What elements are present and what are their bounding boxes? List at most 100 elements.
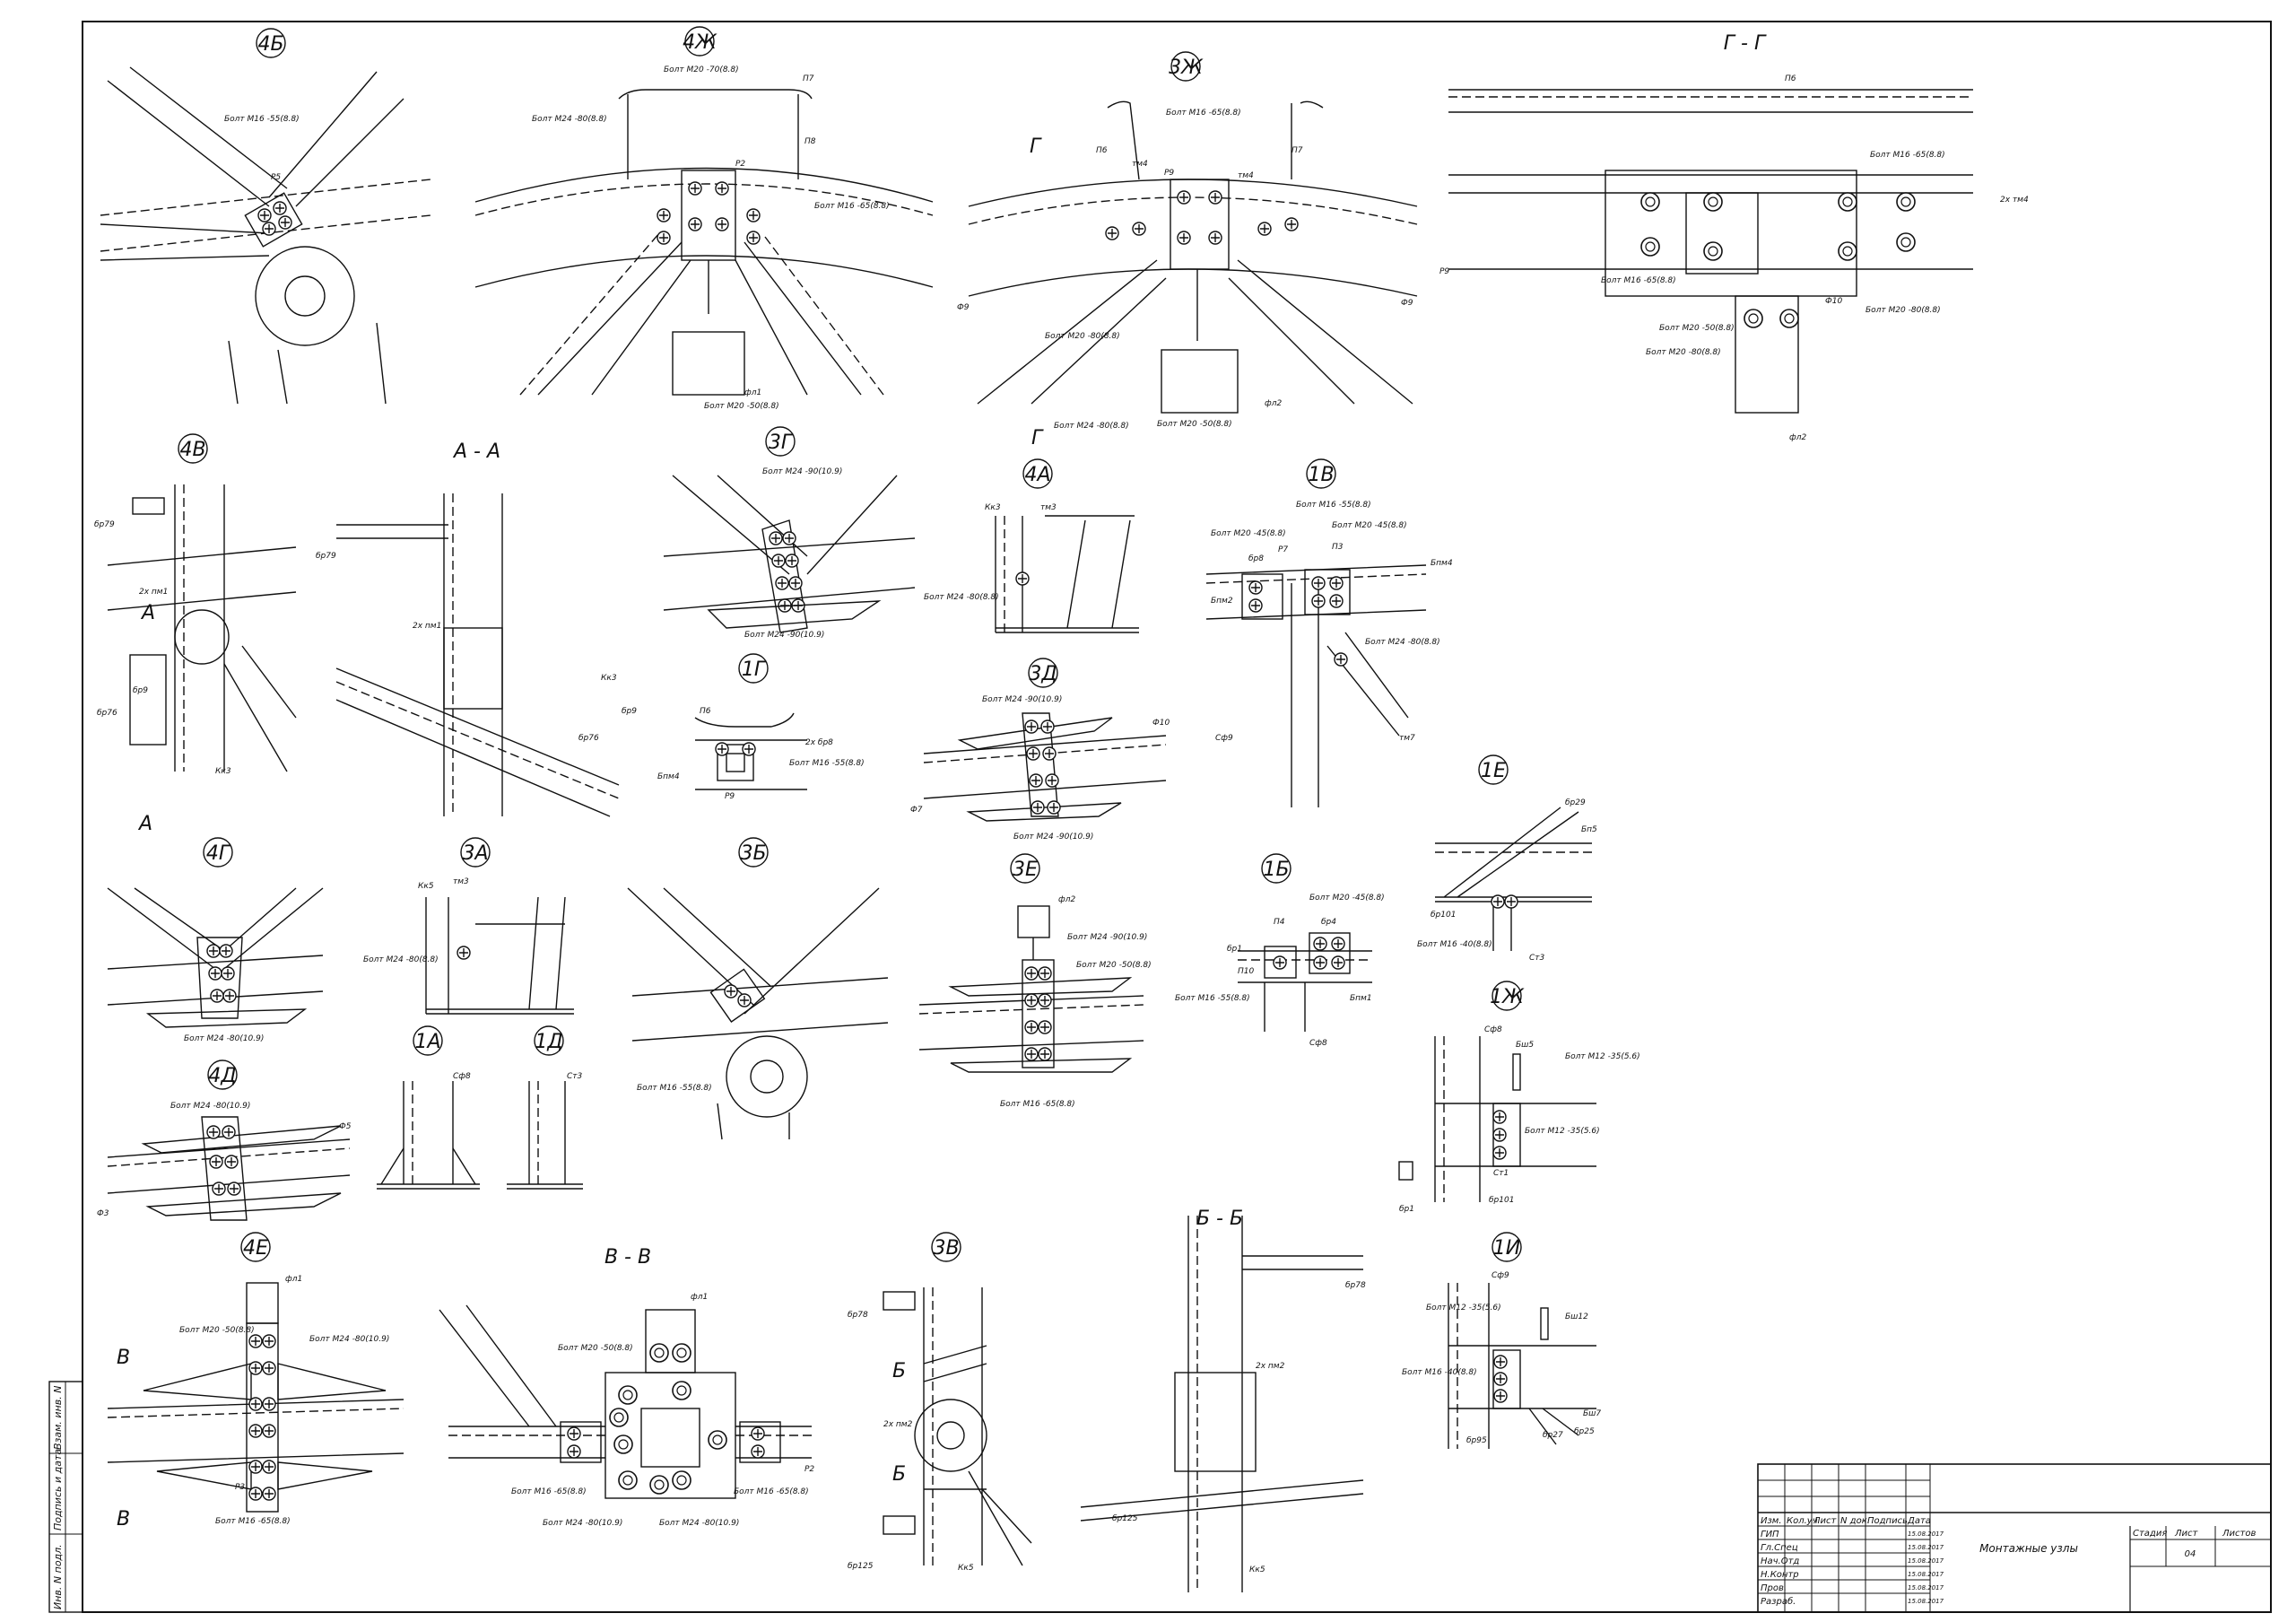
section-vv-title: В - В bbox=[604, 1246, 651, 1269]
detail-3zh-label-7: Ф9 bbox=[1401, 299, 1413, 308]
detail-3a-title: 3А bbox=[462, 842, 488, 865]
detail-1zh-label-0: Сф8 bbox=[1484, 1025, 1502, 1034]
section-bb-title: Б - Б bbox=[1196, 1208, 1243, 1230]
detail-3e: 3Е фл2 Болт М24 -90(10.9) Болт М20 -50(8… bbox=[918, 853, 1152, 1109]
section-vv-label-5: Болт М24 -80(10.9) bbox=[659, 1519, 739, 1528]
detail-3v-cut-b-bottom: Б bbox=[892, 1463, 906, 1486]
detail-1i-label-6: бр27 bbox=[1543, 1431, 1563, 1440]
side-podp-data: Подпись и дата bbox=[52, 1449, 64, 1530]
detail-4b: 4Б Болт М16 -55(8.8) Р5 bbox=[100, 28, 431, 405]
detail-3b: 3Б Болт М16 -55(8.8) bbox=[627, 837, 889, 1140]
detail-1d: 1Д Ст3 bbox=[507, 1025, 583, 1190]
detail-1d-label-0: Ст3 bbox=[567, 1072, 583, 1081]
detail-3g-label-0: Болт М24 -90(10.9) bbox=[762, 467, 842, 476]
detail-1v-label-5: П3 bbox=[1332, 543, 1344, 552]
stamp-stage-label: Стадия bbox=[2133, 1529, 2167, 1539]
detail-4v-label-3: бр76 bbox=[97, 709, 117, 718]
detail-4e-cut-v-bottom: В bbox=[117, 1508, 130, 1530]
detail-1i-label-3: Болт М16 -40(8.8) bbox=[1402, 1368, 1477, 1377]
detail-3zh-label-9: Болт М24 -80(8.8) bbox=[1054, 422, 1129, 431]
stamp-role-1: Гл.Спец bbox=[1761, 1543, 1798, 1553]
detail-1g: 1Г П6 2х бр8 Болт М16 -55(8.8) Бпм4 Р9 bbox=[657, 653, 865, 801]
detail-1i-title: 1И bbox=[1493, 1237, 1520, 1260]
detail-4zh-label-6: фл1 bbox=[744, 388, 761, 397]
detail-3zh-title: 3Ж bbox=[1169, 57, 1204, 79]
section-bb-label-1: 2х пм2 bbox=[1256, 1362, 1285, 1371]
detail-4b-label-0: Болт М16 -55(8.8) bbox=[224, 115, 300, 124]
detail-3v-label-1: 2х пм2 bbox=[883, 1420, 913, 1429]
section-bb: Б - Б бр78 2х пм2 бр125 Кк5 bbox=[1080, 1208, 1366, 1592]
detail-3a-label-0: Кк5 bbox=[418, 882, 434, 891]
detail-4v-label-2: бр9 bbox=[133, 686, 148, 695]
section-vv-label-3: Болт М16 -65(8.8) bbox=[511, 1487, 587, 1496]
detail-3d-title: 3Д bbox=[1029, 663, 1057, 685]
detail-4g: 4Г Болт М24 -80(10.9) bbox=[107, 837, 324, 1043]
detail-3a-label-2: Болт М24 -80(8.8) bbox=[363, 955, 439, 964]
section-vv-label-6: Болт М16 -65(8.8) bbox=[734, 1487, 809, 1496]
detail-1v-label-4: Р7 bbox=[1278, 545, 1288, 554]
detail-4e-label-2: Болт М24 -80(10.9) bbox=[309, 1335, 389, 1344]
detail-3zh-label-3: Р9 bbox=[1164, 169, 1174, 178]
stamp-sheet-number: 04 bbox=[2185, 1549, 2196, 1559]
detail-1zh-title: 1Ж bbox=[1490, 986, 1525, 1008]
detail-4b-title: 4Б bbox=[257, 33, 283, 56]
section-aa-label-2: Кк3 bbox=[601, 674, 617, 683]
detail-3v: 3В Б Б бр78 2х пм2 бр125 Кк5 bbox=[848, 1232, 1032, 1573]
detail-3a-label-1: тм3 bbox=[453, 877, 469, 886]
detail-1v-label-2: Болт М20 -45(8.8) bbox=[1332, 521, 1407, 530]
detail-1g-title: 1Г bbox=[742, 658, 767, 681]
stamp-header-koluch: Кол.уч bbox=[1787, 1516, 1818, 1526]
section-gg-label-3: Р9 bbox=[1439, 267, 1449, 276]
stamp-date-0: 15.08.2017 bbox=[1908, 1530, 1944, 1538]
detail-1e-title: 1Е bbox=[1481, 760, 1506, 782]
detail-3v-label-3: Кк5 bbox=[958, 1564, 974, 1573]
stamp-header-list: Лист bbox=[1813, 1516, 1838, 1526]
detail-4a-label-1: тм3 bbox=[1040, 503, 1057, 512]
section-aa-label-1: 2х пм1 bbox=[413, 622, 441, 631]
sheet-frame bbox=[82, 21, 2272, 1613]
detail-4d-label-0: Болт М24 -80(10.9) bbox=[170, 1102, 250, 1111]
detail-3d-label-2: Ф7 bbox=[910, 806, 923, 815]
detail-3zh-label-6: Ф9 bbox=[957, 303, 970, 312]
section-gg: Г - Г П6 Болт М16 -65(8.8) 2х тм4 Р9 Бол… bbox=[1439, 32, 2029, 442]
detail-3zh-label-10: Болт М20 -50(8.8) bbox=[1157, 420, 1232, 429]
detail-4e-label-0: фл1 bbox=[285, 1275, 302, 1284]
stamp-sheet-label: Лист bbox=[2174, 1529, 2199, 1539]
detail-1zh-label-5: бр1 bbox=[1399, 1205, 1414, 1214]
detail-1b: 1Б П4 Болт М20 -45(8.8) бр1 бр4 П10 Болт… bbox=[1175, 853, 1385, 1048]
detail-4v-label-4: Кк3 bbox=[215, 767, 231, 776]
detail-4zh-label-0: Болт М20 -70(8.8) bbox=[664, 65, 739, 74]
detail-1v-title: 1В bbox=[1308, 464, 1334, 486]
detail-3zh-cut-g-top: Г bbox=[1030, 135, 1042, 158]
detail-1b-label-5: Болт М16 -55(8.8) bbox=[1175, 994, 1250, 1003]
section-gg-label-2: 2х тм4 bbox=[2000, 196, 2029, 205]
stamp-header-ndok: N док. bbox=[1840, 1516, 1870, 1526]
detail-3v-cut-b-top: Б bbox=[892, 1360, 906, 1382]
detail-1b-label-1: Болт М20 -45(8.8) bbox=[1309, 894, 1385, 903]
detail-4v-cut-a-top: А bbox=[140, 602, 155, 624]
section-bb-label-0: бр78 bbox=[1345, 1281, 1366, 1290]
detail-1zh-label-4: Ст1 bbox=[1493, 1169, 1509, 1178]
section-aa-title: А - А bbox=[452, 440, 500, 463]
detail-1a-title: 1А bbox=[414, 1031, 440, 1053]
detail-3e-label-0: фл2 bbox=[1058, 895, 1075, 904]
side-inv-podl: Инв. N подл. bbox=[52, 1544, 64, 1609]
detail-1v: 1В Болт М16 -55(8.8) Болт М20 -45(8.8) Б… bbox=[1205, 458, 1453, 807]
stamp-header-izm: Изм. bbox=[1761, 1516, 1782, 1526]
detail-3zh-label-2: тм4 bbox=[1132, 160, 1148, 169]
detail-3d-label-0: Болт М24 -90(10.9) bbox=[982, 695, 1062, 704]
detail-4d-label-2: Ф3 bbox=[97, 1209, 109, 1218]
detail-1a: 1А Сф8 bbox=[377, 1025, 480, 1190]
section-aa: А - А бр79 2х пм1 Кк3 бр76 бр9 bbox=[316, 440, 637, 817]
detail-1e-label-0: бр29 bbox=[1565, 798, 1586, 807]
detail-1v-label-7: Бпм2 bbox=[1211, 597, 1233, 606]
detail-4d-title: 4Д bbox=[208, 1065, 236, 1087]
detail-3zh-label-0: Болт М16 -65(8.8) bbox=[1166, 109, 1241, 118]
detail-1v-label-3: бр8 bbox=[1248, 554, 1264, 563]
detail-4e: 4Е В В фл1 Болт М20 -50(8.8) Болт М24 -8… bbox=[107, 1232, 404, 1530]
section-gg-title: Г - Г bbox=[1724, 32, 1767, 55]
detail-4e-title: 4Е bbox=[243, 1237, 268, 1260]
detail-4zh-label-2: П8 bbox=[804, 137, 816, 146]
detail-1b-label-2: бр1 bbox=[1227, 945, 1242, 954]
